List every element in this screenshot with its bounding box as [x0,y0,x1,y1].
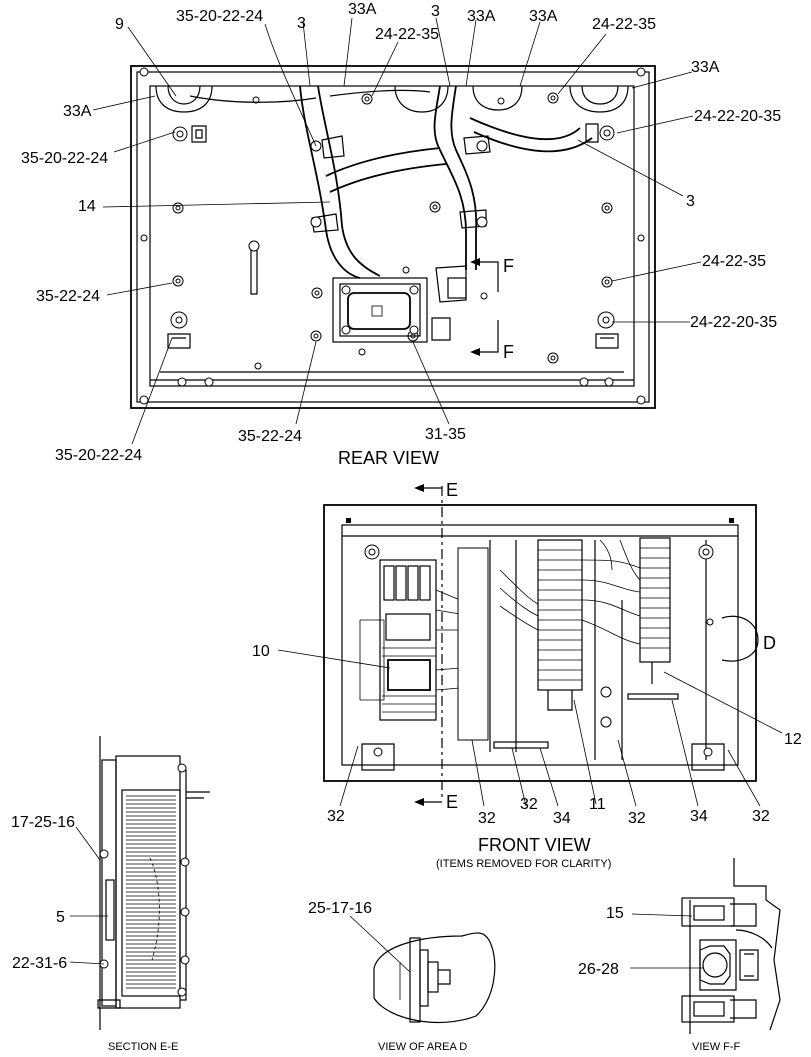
section-e-label-top: E [446,480,458,500]
rear-view: F F 9 [21,1,781,468]
callout-ee-17-25-16: 17-25-16 [11,814,75,831]
callout-rear-35-20-22-24-bottom: 35-20-22-24 [55,447,142,464]
callout-rear-24-22-35-c: 24-22-35 [702,253,766,270]
callout-ff-15: 15 [606,905,624,922]
callout-front-11: 11 [589,796,606,813]
front-panel-outer [323,504,757,782]
rear-panel-outer [130,65,656,409]
callout-rear-24-22-20-35-a: 24-22-20-35 [694,108,781,125]
area-d-marker: D [763,633,776,653]
callout-front-12: 12 [784,731,802,748]
callout-ff-26-28: 26-28 [578,961,619,978]
callout-ee-5: 5 [56,909,65,926]
callout-front-32-e: 32 [752,808,770,825]
callout-rear-33a-d: 33A [691,59,720,76]
section-f-label-bottom: F [503,342,514,362]
section-ee-view: 17-25-16 5 22-31-6 SECTION E-E [11,736,210,1053]
front-left-module [359,544,461,771]
callout-rear-35-20-22-24-top: 35-20-22-24 [176,8,263,25]
callout-rear-14: 14 [78,198,96,215]
view-ff: 15 26-28 VIEW F-F [578,858,781,1053]
area-d-view: 25-17-16 VIEW OF AREA D [308,900,496,1053]
callout-rear-24-22-35-a: 24-22-35 [375,26,439,43]
callout-rear-24-22-35-b: 24-22-35 [592,16,656,33]
callout-ee-22-31-6: 22-31-6 [12,955,67,972]
callout-rear-24-22-20-35-b: 24-22-20-35 [690,314,777,331]
callout-rear-35-20-22-24-left: 35-20-22-24 [21,150,108,167]
section-f-markers: F F [470,256,514,362]
front-view: E E [252,480,802,870]
section-f-label-top: F [503,256,514,276]
callout-front-32-c: 32 [520,796,538,813]
callout-rear-31-35: 31-35 [425,426,466,443]
callout-rear-3-c: 3 [686,193,695,210]
front-leader-lines [277,649,783,807]
callout-rear-35-22-24-bottom: 35-22-24 [238,428,302,445]
front-view-note: (ITEMS REMOVED FOR CLARITY) [436,858,611,870]
callout-front-34-b: 34 [690,808,708,825]
section-e-label-bottom: E [446,792,458,812]
rear-mounting-holes [139,67,646,405]
section-ee-title: SECTION E-E [108,1041,178,1053]
callout-front-34-a: 34 [553,810,571,827]
callout-area-d-25-17-16: 25-17-16 [308,900,372,917]
rear-center-box [332,265,467,343]
callout-front-32-d: 32 [628,810,646,827]
callout-rear-9: 9 [115,16,124,33]
callout-rear-33a-a: 33A [348,1,377,18]
rear-callouts: 9 35-20-22-24 3 33A 24-22-35 3 33A 33A 2… [21,1,781,464]
area-d-title: VIEW OF AREA D [378,1041,467,1053]
front-terminal-strips [499,537,671,711]
rear-wire-harness [189,85,593,279]
callout-rear-35-22-24-left: 35-22-24 [36,288,100,305]
front-view-title: FRONT VIEW [478,835,591,855]
callout-rear-3-a: 3 [297,15,306,32]
section-e-markers: E E [414,480,458,812]
callout-front-32-b: 32 [478,810,496,827]
rear-leader-lines [92,17,702,445]
callout-rear-33a-c: 33A [529,8,558,25]
callout-rear-33a-e: 33A [63,103,92,120]
view-ff-title: VIEW F-F [692,1041,741,1053]
front-callouts: 10 12 32 32 32 34 11 32 34 32 [252,643,802,827]
rear-side-brackets [167,123,619,349]
rear-top-clamps [155,85,629,113]
rear-view-title: REAR VIEW [338,448,439,468]
callout-front-32-a: 32 [327,808,345,825]
callout-front-10: 10 [252,643,270,660]
callout-rear-33a-b: 33A [467,8,496,25]
callout-rear-3-b: 3 [431,3,440,20]
front-plates [457,540,707,760]
front-bottom-details: D [493,544,776,771]
